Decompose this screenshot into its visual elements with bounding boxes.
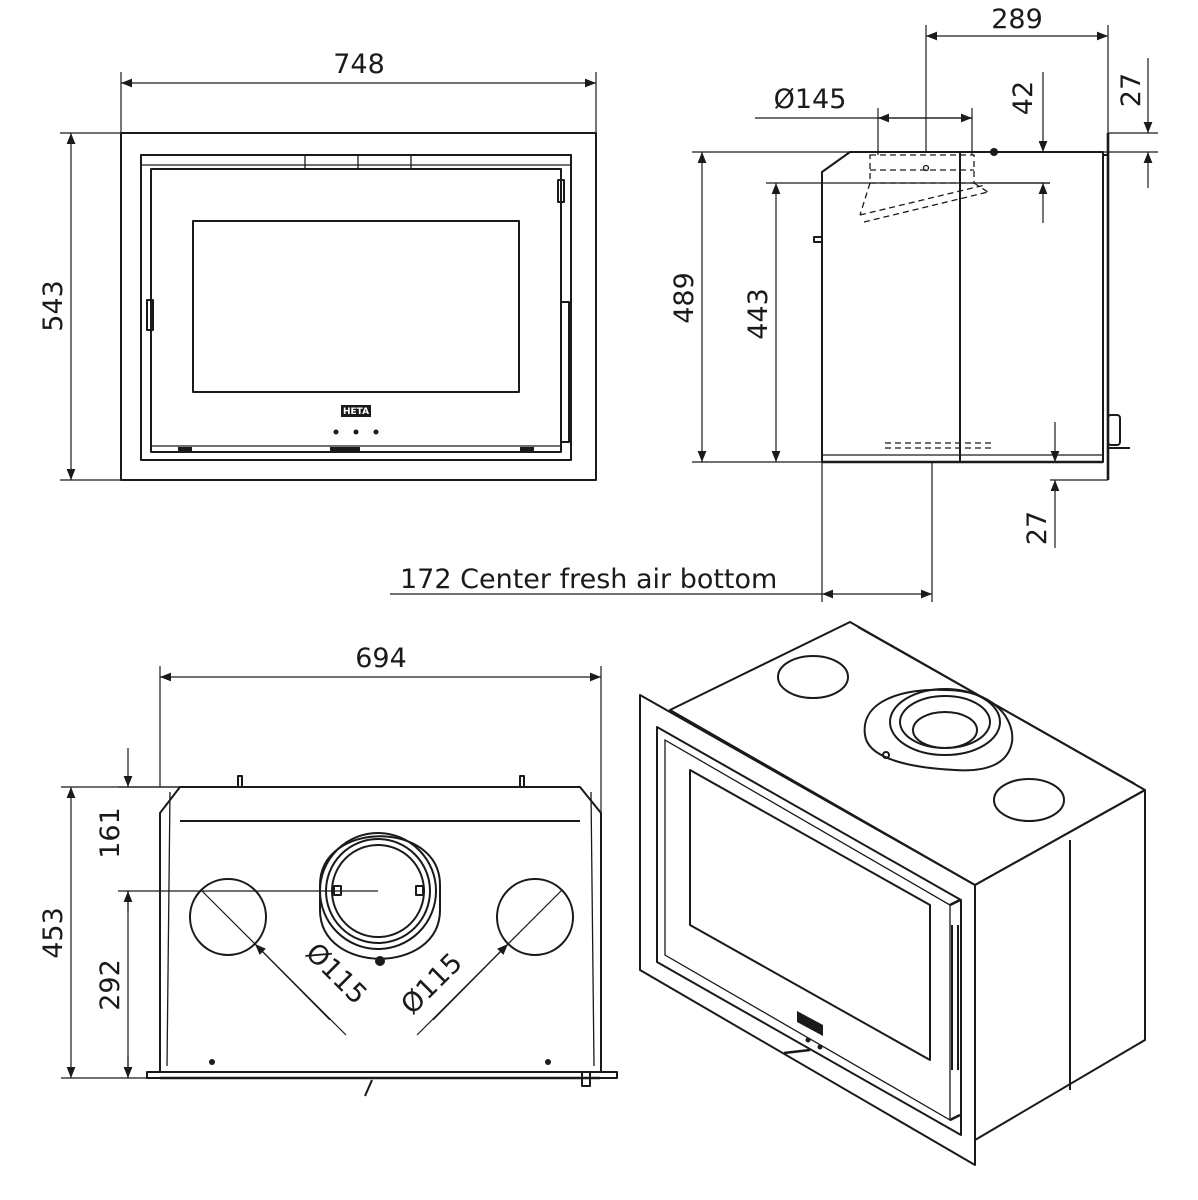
side-depth-dimension: 289 xyxy=(925,4,1109,152)
front-view: HETA 748 543 xyxy=(38,49,597,481)
iso-top-hole-right xyxy=(993,778,1065,822)
front-height-dimension: 543 xyxy=(38,132,121,481)
top-right-hole xyxy=(496,878,574,956)
iso-view xyxy=(639,621,1146,1166)
frame-top-offset-dimension: 27 xyxy=(1103,58,1158,188)
control-knobs xyxy=(333,429,379,435)
side-total-height-dimension: 489 xyxy=(669,151,850,463)
side-air-knob xyxy=(813,236,823,243)
iso-door xyxy=(656,726,962,1136)
dim-label-42: 42 xyxy=(1008,81,1039,115)
door-handle xyxy=(146,179,570,443)
front-width-dimension: 748 xyxy=(120,49,597,133)
bottom-air-inlet xyxy=(885,442,995,449)
dim-label-489: 489 xyxy=(669,272,700,324)
dim-label-27-top: 27 xyxy=(1116,73,1147,107)
top-depth-dimension: 453 xyxy=(38,786,180,1079)
front-bottom-grate xyxy=(151,445,561,453)
dim-label-phi145: Ø145 xyxy=(774,84,847,115)
dim-label-27-bottom: 27 xyxy=(1022,511,1053,545)
side-view: 289 Ø145 42 27 489 xyxy=(390,4,1158,602)
dim-label-292: 292 xyxy=(95,959,126,1011)
dim-label-453: 453 xyxy=(38,907,69,959)
dim-label-fresh-air: 172 Center fresh air bottom xyxy=(400,564,777,595)
side-handle xyxy=(1107,414,1121,446)
dim-label-phi115-right: Ø115 xyxy=(395,947,468,1020)
top-front-frame xyxy=(146,1071,618,1097)
left-hole-diameter-dimension: Ø115 xyxy=(200,889,373,1036)
top-front-offset-dimension: 161 xyxy=(95,748,378,1078)
dim-label-161: 161 xyxy=(95,807,126,859)
dim-label-443: 443 xyxy=(743,288,774,340)
iso-top-hole-left xyxy=(777,655,849,699)
dim-label-289: 289 xyxy=(991,4,1043,35)
flue-offset-dimension: 42 xyxy=(980,72,1050,223)
side-body xyxy=(821,151,1104,463)
front-outer-frame xyxy=(120,132,597,481)
top-left-hole xyxy=(189,878,267,956)
right-hole-diameter-dimension: Ø115 xyxy=(395,889,563,1036)
front-glass xyxy=(192,220,520,393)
top-view: 694 453 161 292 Ø115 Ø115 xyxy=(38,643,618,1097)
fresh-air-dimension: 172 Center fresh air bottom xyxy=(390,462,933,602)
top-flue-collar xyxy=(319,832,441,966)
front-top-seams xyxy=(141,155,571,169)
flue-diameter-dimension: Ø145 xyxy=(755,84,973,155)
frame-bottom-offset-dimension: 27 xyxy=(1022,422,1108,548)
dim-label-748: 748 xyxy=(333,49,385,80)
iso-door-inner xyxy=(664,738,951,1122)
iso-heta-logo xyxy=(797,1011,823,1036)
flue-collar xyxy=(859,148,998,223)
iso-front-frame xyxy=(639,694,976,1166)
side-body-height-dimension: 443 xyxy=(743,182,1050,462)
top-width-dimension: 694 xyxy=(159,643,602,813)
top-body xyxy=(159,786,602,1073)
dim-label-543: 543 xyxy=(38,280,69,332)
iso-air-control xyxy=(783,1037,823,1055)
top-rear-offset-dimension: 292 xyxy=(95,959,133,1078)
heta-logo: HETA xyxy=(341,405,371,417)
iso-glass xyxy=(689,769,931,1061)
logo-text: HETA xyxy=(343,407,369,417)
front-inner-frame xyxy=(140,154,572,461)
iso-flue-collar xyxy=(863,688,1014,772)
dim-label-694: 694 xyxy=(355,643,407,674)
iso-side-face xyxy=(974,789,1146,1141)
